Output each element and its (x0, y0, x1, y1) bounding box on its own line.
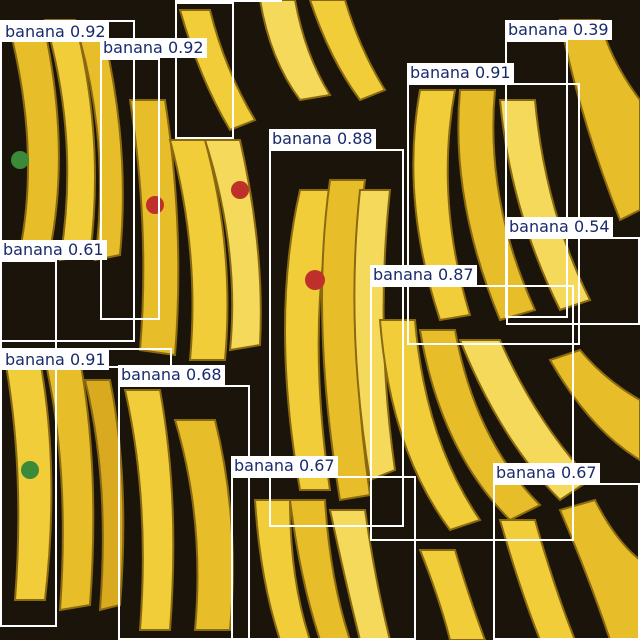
detection-box: banana 0.39 (505, 20, 612, 318)
detection-box: banana 0.92 (100, 38, 207, 320)
detection-label: banana 0.88 (269, 129, 376, 149)
detection-label: banana 0.92 (2, 22, 109, 42)
detection-box: banana 0.67 (231, 456, 416, 640)
detection-label: banana 0.91 (407, 63, 514, 83)
detection-box: banana 0.62 (175, 0, 282, 139)
detection-box: banana 0.87 (370, 265, 574, 541)
detection-box: banana 0.91 (0, 348, 172, 370)
detection-box: banana 0.92 (0, 20, 135, 342)
detection-box: banana 0.68 (118, 365, 250, 640)
detection-label: banana 0.61 (0, 240, 107, 260)
detection-label: banana 0.39 (505, 20, 612, 40)
detection-label: banana 0.87 (370, 265, 477, 285)
detection-label: banana 0.67 (231, 456, 338, 476)
detection-label: banana 0.54 (506, 217, 613, 237)
detection-box: banana 0.67 (493, 463, 640, 640)
detection-label: banana 0.62 (175, 0, 282, 2)
detection-box: banana 0.61 (0, 240, 107, 627)
detection-label: banana 0.67 (493, 463, 600, 483)
detection-label: banana 0.91 (2, 350, 109, 370)
detection-label: banana 0.68 (118, 365, 225, 385)
detection-box: banana 0.88 (269, 129, 404, 527)
detection-label: banana 0.92 (100, 38, 207, 58)
detection-box: banana 0.91 (407, 63, 580, 345)
